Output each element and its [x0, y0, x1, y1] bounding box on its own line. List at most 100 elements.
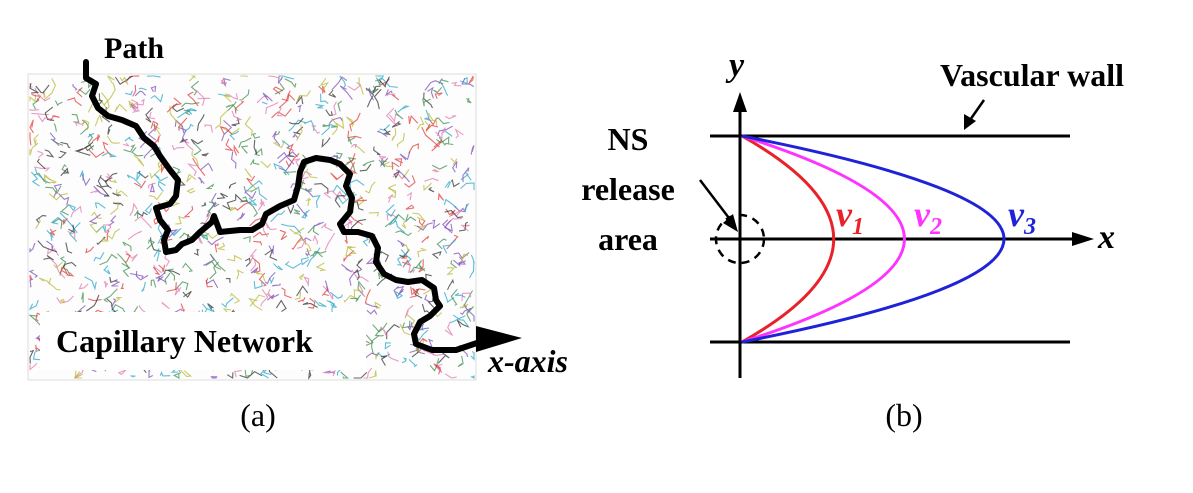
capillary-segment	[143, 147, 153, 159]
capillary-segment	[321, 288, 329, 297]
capillary-segment	[201, 213, 212, 228]
capillary-segment	[244, 168, 253, 178]
capillary-segment	[436, 238, 447, 250]
capillary-segment	[249, 294, 266, 307]
capillary-segment	[271, 108, 292, 119]
capillary-segment	[308, 297, 316, 309]
capillary-segment	[311, 125, 320, 135]
capillary-segment	[451, 81, 462, 87]
capillary-segment	[149, 182, 155, 193]
capillary-segment	[178, 117, 188, 131]
capillary-segment	[321, 137, 331, 149]
capillary-segment	[59, 212, 78, 234]
capillary-segment	[204, 124, 213, 133]
capillary-segment	[107, 124, 113, 135]
capillary-segment	[315, 250, 327, 258]
capillary-segment	[281, 287, 292, 299]
capillary-segment	[384, 89, 393, 97]
capillary-segment	[207, 201, 218, 214]
capillary-segment	[103, 288, 118, 303]
capillary-segment	[454, 128, 464, 139]
capillary-segment	[105, 173, 112, 182]
capillary-segment	[205, 277, 213, 288]
capillary-segment	[34, 87, 51, 102]
capillary-segment	[294, 291, 302, 300]
capillary-segment	[114, 75, 133, 85]
capillary-segment	[161, 301, 171, 309]
capillary-segment	[116, 253, 130, 269]
capillary-segment	[417, 329, 429, 342]
capillary-segment	[120, 283, 124, 290]
capillary-segment	[211, 192, 220, 208]
capillary-segment	[183, 109, 191, 116]
capillary-segment	[214, 109, 229, 129]
capillary-segment	[334, 195, 345, 208]
capillary-segment	[443, 198, 457, 209]
capillary-segment	[433, 86, 443, 94]
capillary-segment	[427, 117, 438, 126]
capillary-segment	[380, 355, 388, 366]
capillary-segment	[184, 123, 194, 133]
capillary-segment	[379, 326, 388, 337]
capillary-segment	[441, 219, 453, 234]
capillary-segment	[401, 357, 408, 364]
capillary-segment	[450, 288, 458, 306]
capillary-segment	[384, 342, 392, 350]
capillary-segment	[287, 151, 295, 158]
capillary-segment	[148, 191, 163, 201]
capillary-segment	[452, 314, 470, 329]
capillary-segment	[30, 171, 40, 187]
velocity-profile-v3	[741, 134, 1006, 344]
capillary-segment	[454, 292, 466, 298]
capillary-segment	[450, 157, 458, 165]
capillary-segment	[405, 204, 415, 210]
capillary-segment	[35, 84, 50, 94]
capillary-segment	[293, 209, 301, 215]
capillary-segment	[168, 227, 182, 237]
capillary-segment	[349, 161, 358, 174]
capillary-segment	[157, 180, 166, 192]
capillary-segment	[249, 248, 257, 262]
capillary-segment	[114, 296, 122, 303]
capillary-segment	[54, 100, 63, 107]
capillary-segment	[244, 180, 263, 194]
capillary-segment	[200, 162, 214, 172]
panel-a: Capillary Network Path x-axis (a)	[27, 32, 568, 433]
capillary-segment	[100, 172, 118, 183]
capillary-segment	[442, 238, 457, 254]
capillary-segment	[444, 321, 454, 336]
network-label-box	[40, 312, 366, 370]
capillary-segment	[273, 263, 283, 271]
y-axis-arrowhead	[733, 92, 747, 112]
capillary-segment	[457, 355, 464, 368]
capillary-segment	[278, 90, 291, 109]
capillary-segment	[382, 128, 391, 136]
capillary-segment	[406, 191, 413, 201]
capillary-segment	[150, 279, 157, 288]
capillary-segment	[462, 167, 470, 183]
capillary-segment	[252, 132, 261, 139]
capillary-segment	[222, 199, 236, 211]
path-arrowhead	[476, 326, 522, 352]
capillary-segment	[332, 184, 348, 196]
capillary-segment	[264, 272, 276, 285]
capillary-segment	[43, 174, 52, 185]
capillary-segment	[441, 127, 447, 135]
capillary-segment	[419, 337, 428, 343]
capillary-segment	[324, 280, 330, 293]
capillary-segment	[78, 283, 89, 290]
capillary-segment	[122, 241, 132, 252]
capillary-segment	[60, 167, 69, 177]
capillary-segment	[356, 258, 364, 271]
capillary-segment	[49, 132, 60, 146]
capillary-segment	[153, 247, 160, 262]
capillary-segment	[135, 270, 149, 281]
capillary-segment	[28, 299, 39, 311]
random-path	[83, 59, 483, 353]
capillary-segment	[278, 75, 295, 80]
capillary-segment	[444, 115, 457, 120]
capillary-segment	[123, 144, 136, 153]
capillary-segment	[254, 148, 263, 157]
capillary-segment	[422, 98, 431, 107]
